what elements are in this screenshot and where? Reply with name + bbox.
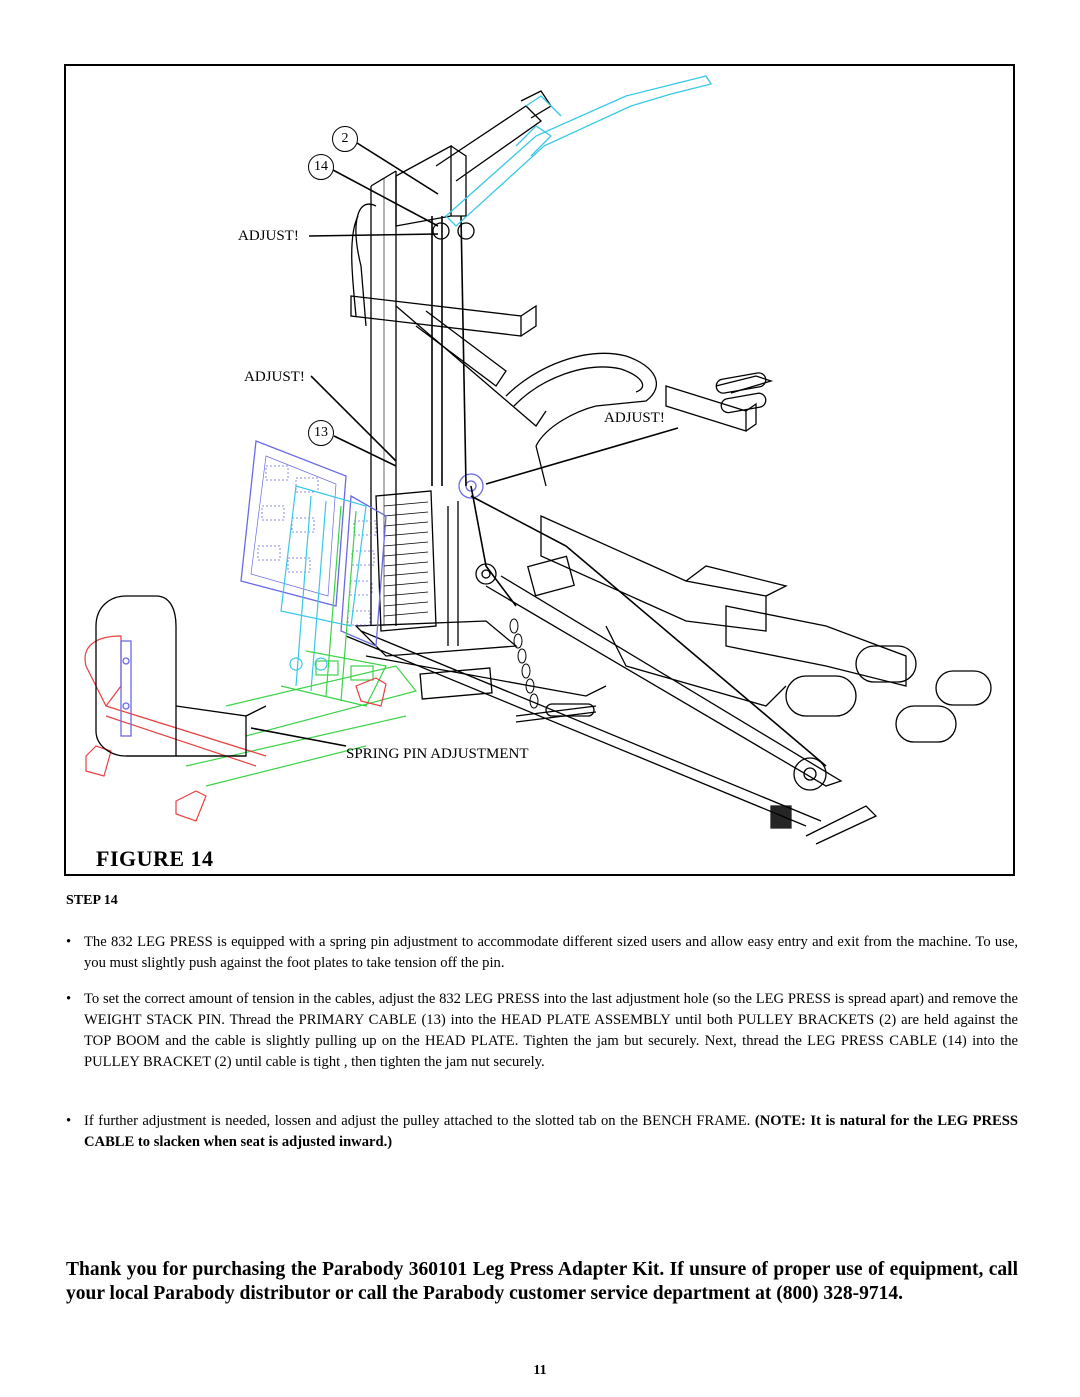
- figure-caption: FIGURE 14: [96, 846, 214, 871]
- step-bullet: • To set the correct amount of tension i…: [66, 989, 1018, 1073]
- leg-press-arms: [185, 485, 418, 787]
- adjust-label-top: ADJUST!: [238, 228, 299, 244]
- callout-14: 14: [308, 154, 334, 180]
- thank-you-message: Thank you for purchasing the Parabody 36…: [66, 1259, 1018, 1304]
- step-heading: STEP 14: [66, 893, 118, 908]
- leg-press-foot-plates: [240, 440, 387, 647]
- callout-leaders: [250, 142, 679, 747]
- machine-frame: [345, 90, 992, 845]
- seat-frame-red: [84, 635, 387, 822]
- bullet-text: The 832 LEG PRESS is equipped with a spr…: [84, 934, 1018, 971]
- bullet-text-body: If further adjustment is needed, lossen …: [84, 1113, 755, 1129]
- seat: [95, 595, 267, 757]
- bullet-icon: •: [66, 934, 72, 950]
- equipment-illustration: [84, 75, 992, 845]
- figure-frame: 2 14 ADJUST! ADJUST! 13 ADJUST! SPRING P…: [64, 64, 1015, 876]
- callout-13: 13: [308, 420, 334, 446]
- page-number: 11: [533, 1363, 547, 1378]
- callout-2: 2: [332, 126, 358, 152]
- bullet-text: To set the correct amount of tension in …: [84, 991, 1018, 1070]
- bullet-icon: •: [66, 1113, 72, 1129]
- bullet-icon: •: [66, 991, 72, 1007]
- adjust-label-mid: ADJUST!: [244, 369, 305, 385]
- step-bullet: • The 832 LEG PRESS is equipped with a s…: [66, 932, 1018, 974]
- spring-pin-label: SPRING PIN ADJUSTMENT: [346, 746, 529, 762]
- cyan-arm: [445, 75, 713, 227]
- bullet-note: (NOTE: It is natural for the LEG PRESS C…: [84, 1113, 1018, 1150]
- step-bullet: • If further adjustment is needed, losse…: [66, 1111, 1018, 1153]
- bullet-text: If further adjustment is needed, lossen …: [84, 1111, 1018, 1153]
- adjust-label-right: ADJUST!: [604, 410, 665, 426]
